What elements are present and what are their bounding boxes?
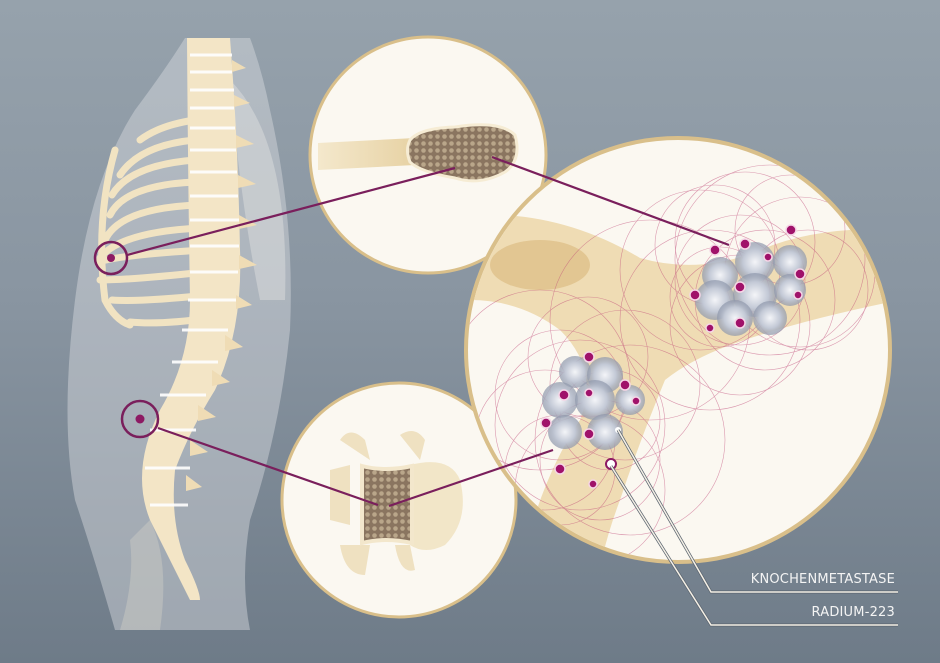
rib-detail-panel [308, 35, 548, 275]
vertebra-trabecular-bone [360, 463, 414, 546]
metastasis-clusters [542, 242, 807, 450]
metastasis-detail-panel [464, 136, 892, 564]
connector-lines [126, 155, 730, 508]
rib-marker-ring [93, 240, 129, 276]
vertebra-detail-panel [280, 381, 518, 619]
trabecular-bone [406, 123, 519, 183]
label-leader-lines [609, 429, 898, 627]
spine-marker-dot [135, 414, 145, 424]
spine [142, 38, 257, 600]
label-radium-223: RADIUM-223 [811, 605, 895, 620]
spine-marker-ring [120, 399, 160, 439]
radium-pointer-dot [605, 458, 617, 470]
rib-marker-dot [107, 254, 115, 262]
body-overview [67, 38, 291, 630]
radium-223-dots [540, 224, 806, 489]
label-knochenmetastase: KNOCHENMETASTASE [750, 572, 895, 587]
